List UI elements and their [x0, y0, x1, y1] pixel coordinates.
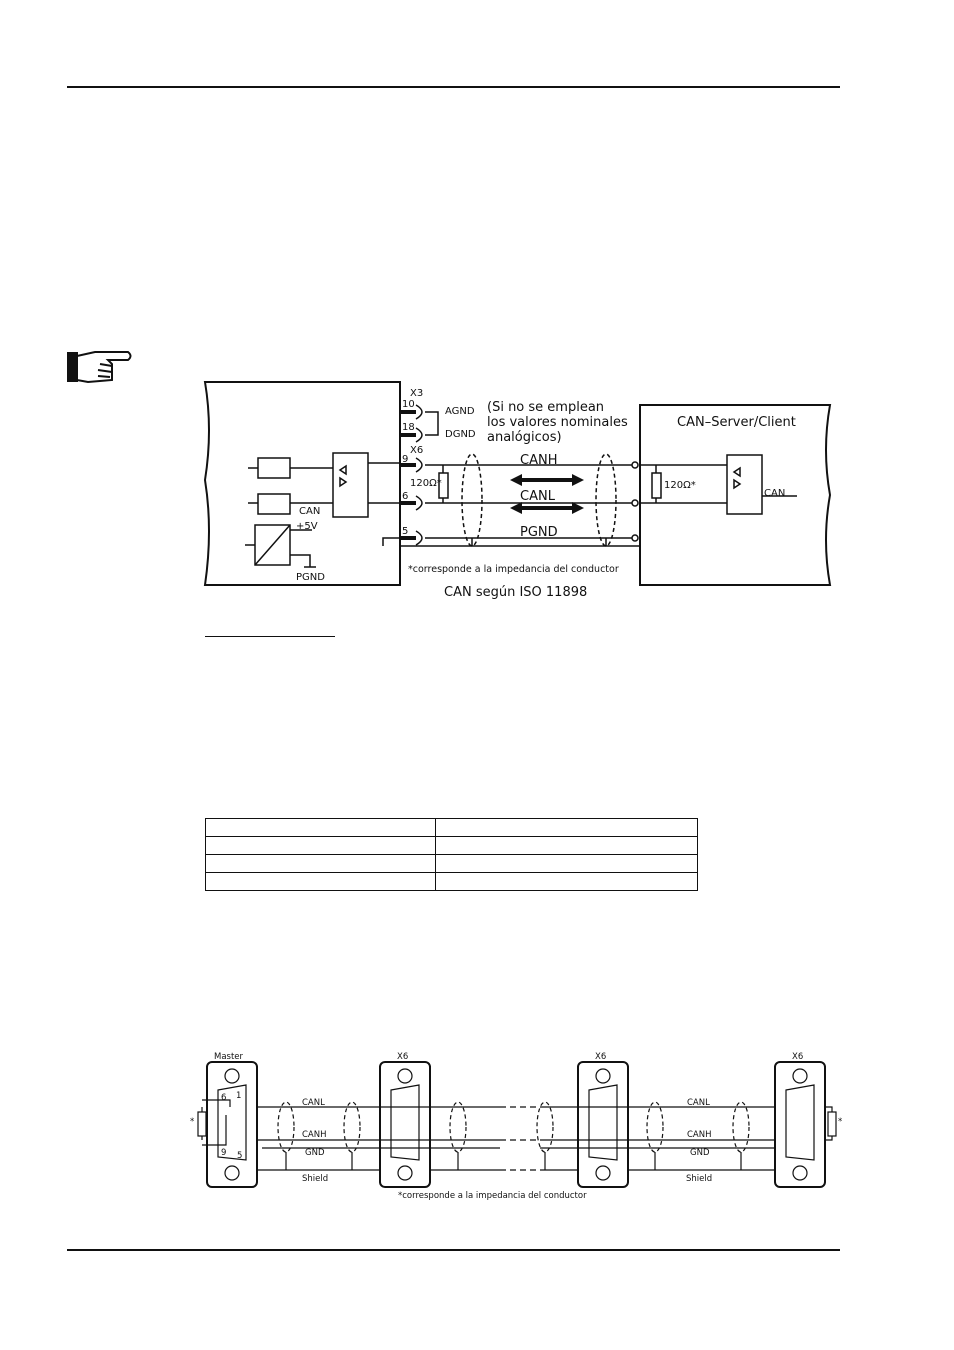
- x6-label: X6: [410, 445, 423, 456]
- pin-5-label: 5: [402, 526, 408, 537]
- canl-label-right: CANL: [687, 1098, 710, 1108]
- shield-label-right: Shield: [686, 1174, 712, 1184]
- pin-10-label: 10: [402, 399, 415, 410]
- pgnd-left-label: PGND: [296, 572, 325, 583]
- header-rule: [67, 86, 840, 88]
- pin-9-label: 9: [221, 1148, 226, 1158]
- can-right-label: CAN: [764, 488, 785, 499]
- gnd-label-left: GND: [305, 1148, 325, 1158]
- pin-6-label: 6: [402, 491, 408, 502]
- diagram2-footnote: *corresponde a la impedancia del conduct…: [398, 1191, 587, 1201]
- pin-1-label: 1: [236, 1091, 241, 1101]
- canl-label: CANL: [520, 489, 556, 504]
- canh-label-right: CANH: [687, 1130, 712, 1140]
- note-line-3: analógicos): [487, 430, 562, 445]
- resistor-right-label: 120Ω*: [664, 480, 696, 491]
- diagram1-footnote: *corresponde a la impedancia del conduct…: [408, 564, 619, 575]
- pin-6-label: 6: [221, 1093, 226, 1103]
- x6-label-c: X6: [792, 1052, 803, 1062]
- empty-table: [205, 818, 698, 891]
- x6-label-b: X6: [595, 1052, 606, 1062]
- bus-topology-diagram: [197, 1061, 837, 1188]
- plus5v-label: +5V: [296, 521, 318, 532]
- table-row: [205, 836, 698, 855]
- shield-label-left: Shield: [302, 1174, 328, 1184]
- note-line-1: (Si no se emplean: [487, 400, 604, 415]
- note-line-2: los valores nominales: [487, 415, 628, 430]
- pointing-hand-icon: [67, 351, 132, 384]
- server-label: CAN–Server/Client: [677, 415, 796, 430]
- pgnd-label: PGND: [520, 525, 558, 540]
- canl-label-left: CANL: [302, 1098, 325, 1108]
- pin-5-label: 5: [237, 1151, 242, 1161]
- canh-label: CANH: [520, 453, 557, 468]
- pin-18-label: 18: [402, 422, 415, 433]
- dgnd-label: DGND: [445, 429, 476, 440]
- footer-rule: [67, 1249, 840, 1251]
- table-row: [205, 818, 698, 837]
- pin-9-label: 9: [402, 454, 408, 465]
- gnd-label-right: GND: [690, 1148, 710, 1158]
- master-label: Master: [214, 1052, 244, 1062]
- resistor-left-label: 120Ω*: [410, 478, 442, 489]
- agnd-label: AGND: [445, 406, 475, 417]
- x6-label-a: X6: [397, 1052, 408, 1062]
- can-left-label: CAN: [299, 506, 320, 517]
- terminator-star-right: *: [838, 1117, 842, 1127]
- terminator-star-left: *: [190, 1117, 194, 1127]
- canh-label-left: CANH: [302, 1130, 327, 1140]
- table-row: [205, 854, 698, 873]
- heading-underline: [205, 636, 335, 637]
- x3-label: X3: [410, 388, 423, 399]
- table-row: [205, 872, 698, 891]
- can-wiring-diagram: [203, 381, 832, 586]
- diagram1-caption: CAN según ISO 11898: [444, 585, 587, 600]
